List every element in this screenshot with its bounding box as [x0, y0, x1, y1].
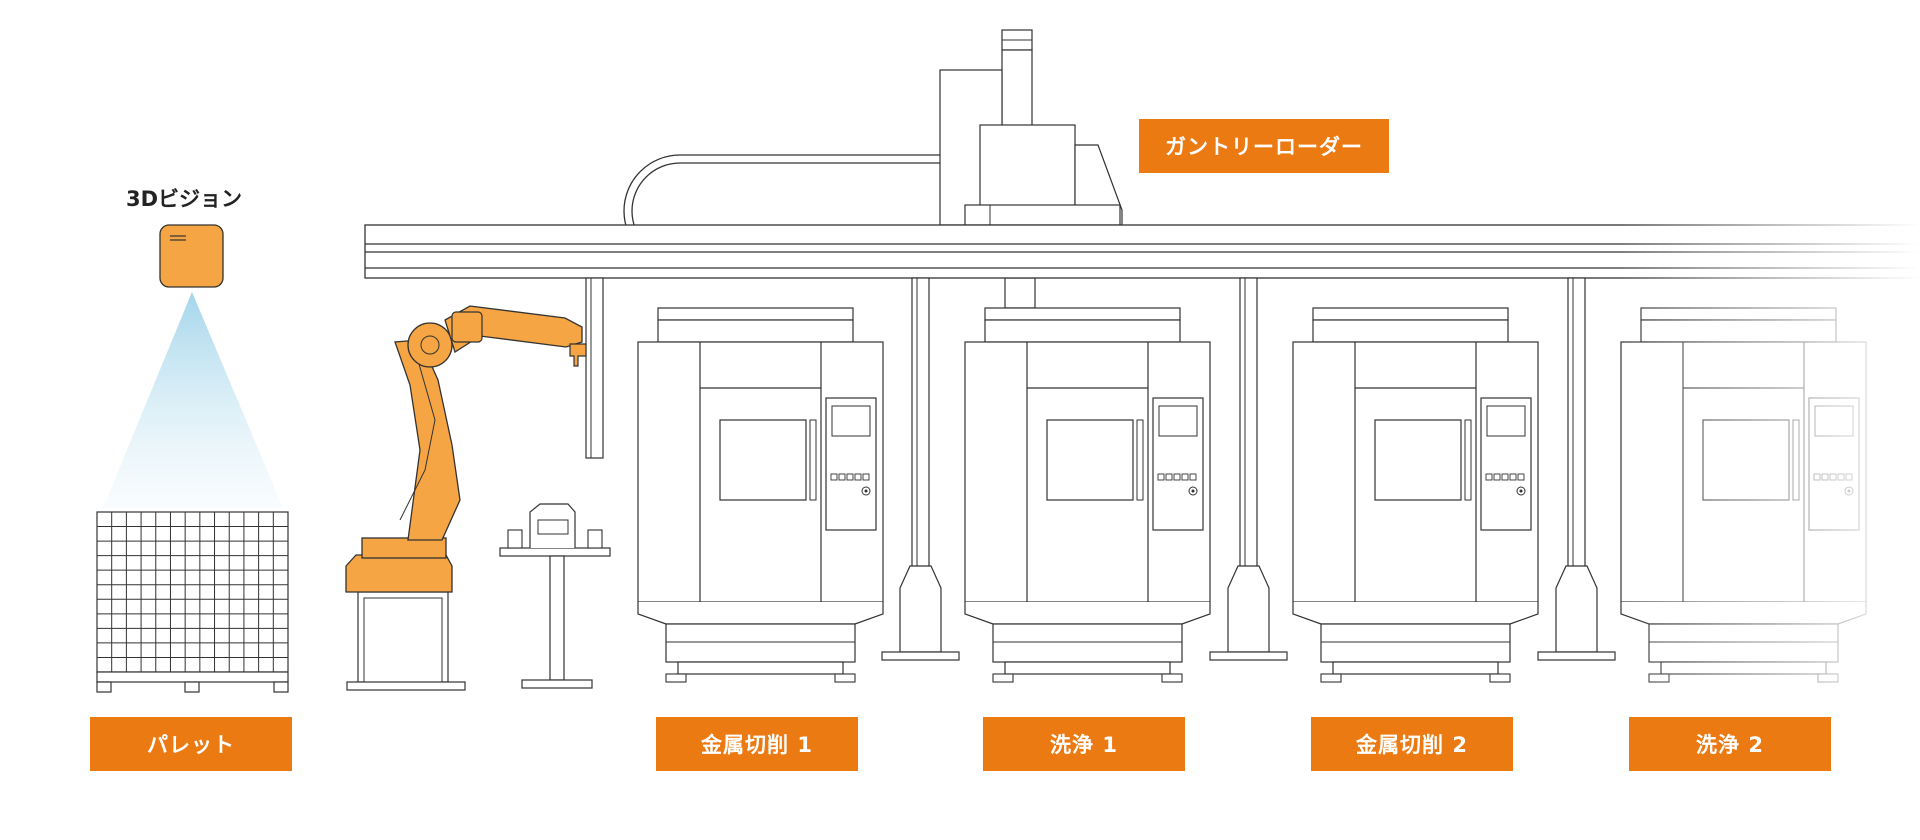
machine-cutting-1: [637, 307, 884, 683]
pallet-stack-icon: [96, 511, 289, 693]
robot-arm-icon: [345, 305, 587, 691]
wash1-label: 洗浄 1: [983, 717, 1185, 771]
gantry-label: ガントリーローダー: [1139, 119, 1389, 173]
pallet-label: パレット: [90, 717, 292, 771]
wash2-label: 洗浄 2: [1629, 717, 1831, 771]
vision-label: 3Dビジョン: [126, 187, 243, 211]
workpiece-table: [499, 503, 611, 689]
gantry-loader: [623, 29, 1123, 309]
cutting2-label: 金属切削 2: [1311, 717, 1513, 771]
cutting1-label: 金属切削 1: [656, 717, 858, 771]
vision-beam: [103, 292, 283, 508]
camera-icon: [159, 224, 224, 288]
machine-wash-1: [964, 307, 1211, 683]
machine-cutting-2: [1292, 307, 1539, 683]
rail-columns: [585, 277, 1616, 661]
